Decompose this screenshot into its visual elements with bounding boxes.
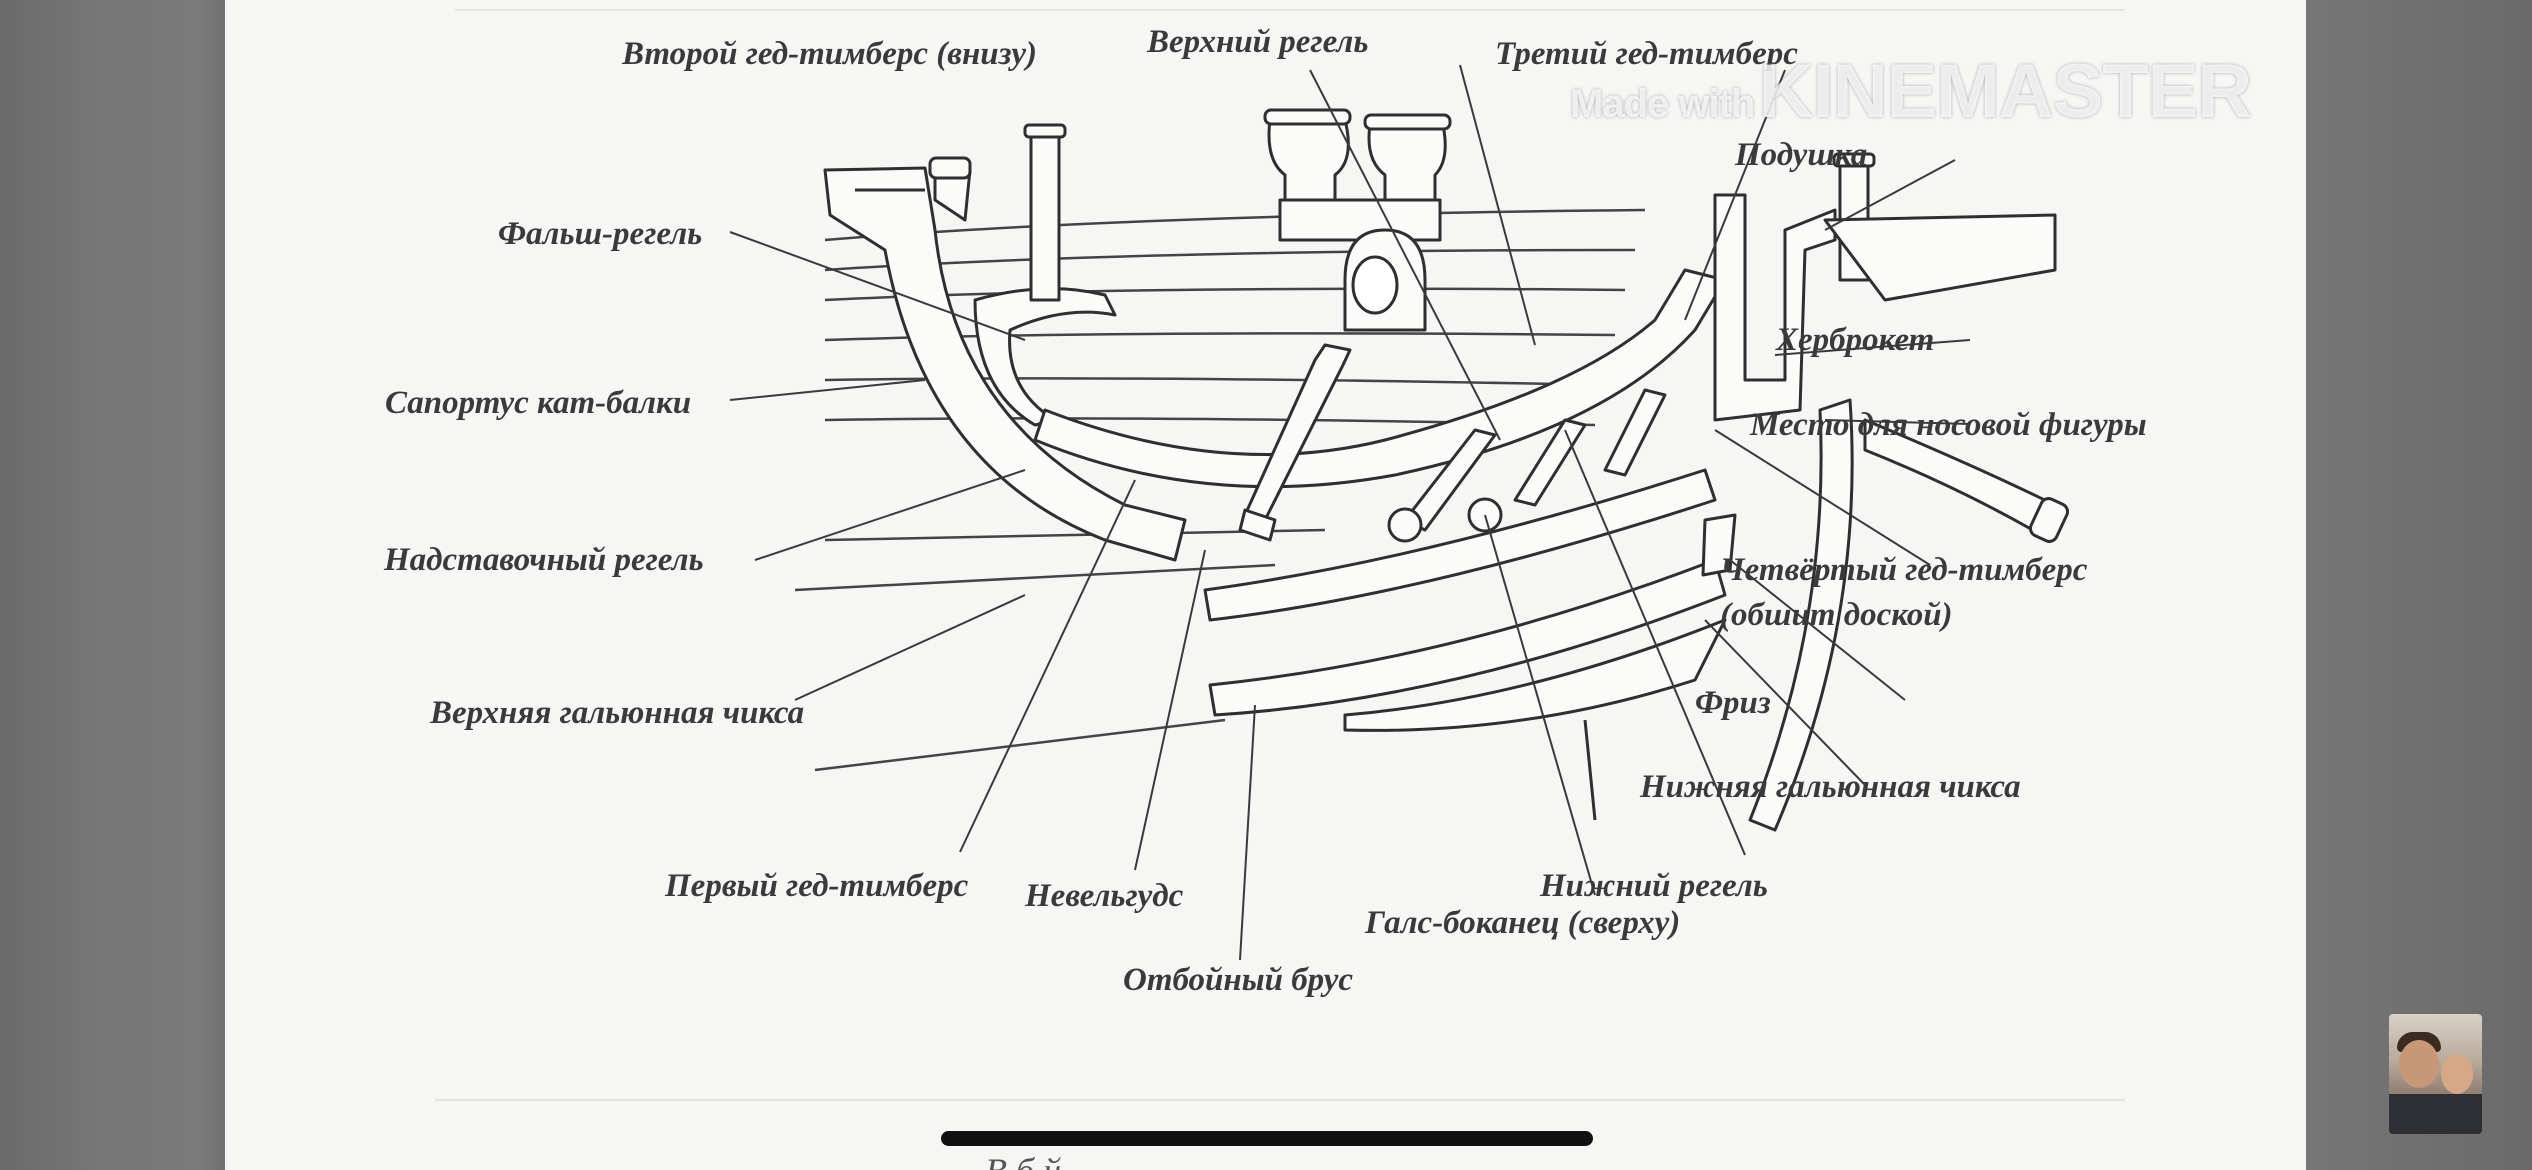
label-figurehead-place: Место для носовой фигуры [1749,407,2147,443]
upper-cheek-shape [1203,468,1717,622]
label-upper-cheek: Верхняя гальюнная чикса [429,695,804,731]
label-false-rail: Фальш-регель [498,216,702,252]
navel-hood-left [1387,507,1423,543]
watermark-brand: KINEMASTER [1758,49,2252,134]
label-lower-cheek: Нижняя гальюнная чикса [1639,769,2021,805]
home-indicator[interactable] [941,1131,1593,1146]
rear-post-left [1029,128,1061,302]
kinemaster-watermark: Made with KINEMASTER [1570,48,2252,135]
camera-pip-thumbnail[interactable] [2389,1014,2482,1134]
label-fourth-head-timber-line1: Четвёртый гед-тимберс [1720,552,2088,588]
ship-bow-diagram: Второй гед-тимберс (внизу) Верхний регел… [383,9,2147,1101]
label-extension-rail: Надставочный регель [383,542,704,578]
false-rail-shape [973,287,1117,427]
bowsprit-end [1823,213,2057,302]
label-bumkin: Галс-боканец (сверху) [1364,905,1680,941]
label-lower-rail: Нижний регель [1539,868,1768,904]
label-upper-rail: Верхний регель [1146,24,1368,60]
label-fourth-head-timber-line2: (обшит доской) [1720,597,1953,633]
label-cushion: Подушка [1734,137,1867,173]
pip-person-body [2389,1094,2482,1134]
cathead-support-shape [823,166,1187,562]
caption-fragment: В б й [985,1150,1061,1170]
frieze-shape [1701,513,1737,577]
ship-drawing [794,108,2070,832]
label-second-head-timber: Второй гед-тимберс (внизу) [621,36,1037,72]
document-page: Второй гед-тимберс (внизу) Верхний регел… [225,0,2306,1170]
stem-curve [1748,398,1854,832]
label-frieze: Фриз [1695,685,1771,721]
paper-texture [435,9,2125,1101]
stem-head [1713,193,1837,422]
right-margin [2306,0,2532,1170]
label-navel-hoods: Невельгудс [1024,878,1184,914]
leader-lines [729,64,1971,961]
pip-child-face [2441,1054,2473,1094]
label-wale: Отбойный брус [1123,962,1353,998]
label-first-head-timber: Первый гед-тимберс [664,868,969,904]
watermark-prefix: Made with [1570,82,1755,126]
pip-person-face [2399,1040,2439,1088]
knightheads [1263,108,1452,242]
label-third-head-timber: Третий гед-тимберс [1495,36,1798,72]
label-cathead-support: Сапортус кат-балки [385,385,691,421]
label-hairbracket: Херброкет [1775,322,1934,358]
lower-cheek-shape [1208,558,1727,717]
wale-shape [1343,618,1727,732]
